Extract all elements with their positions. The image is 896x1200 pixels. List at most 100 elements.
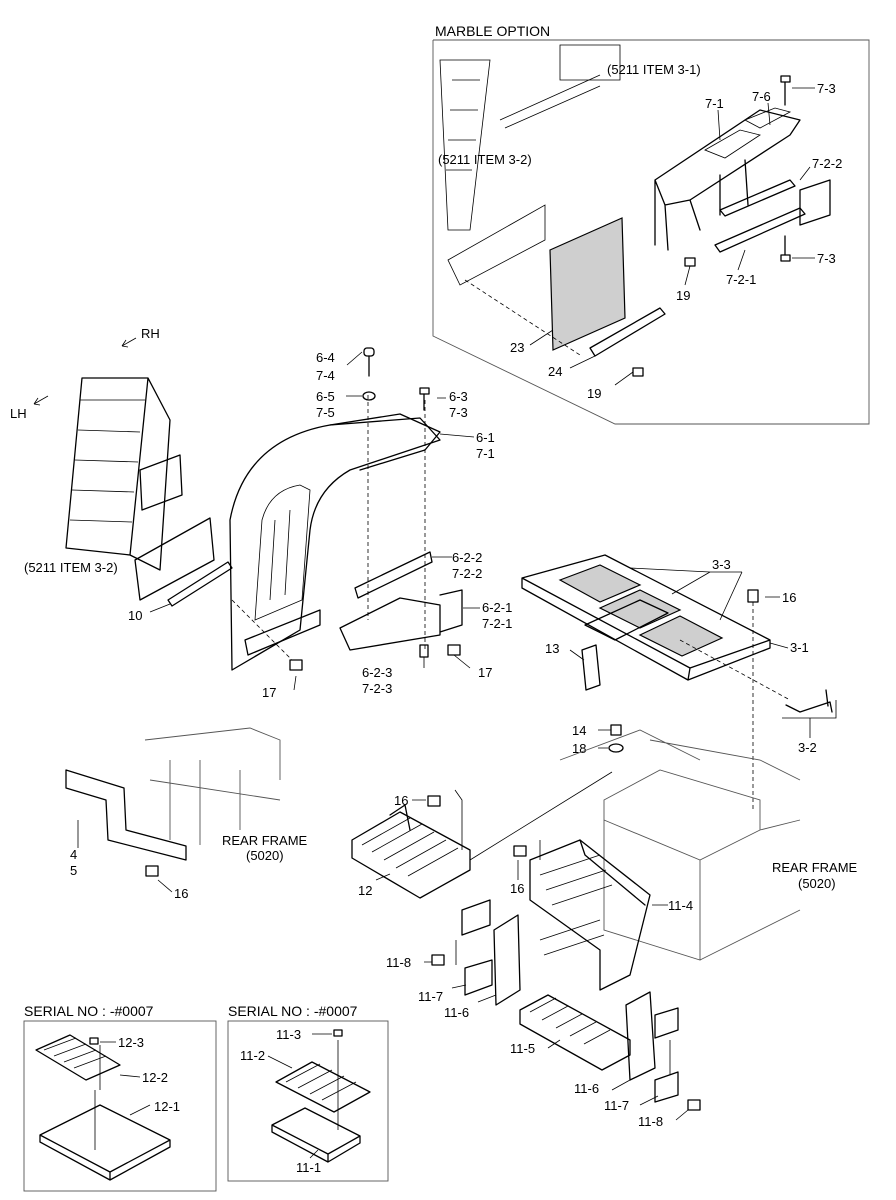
label-11-6-a: 11-6 xyxy=(444,1005,469,1020)
bracket-11-7-a xyxy=(461,899,491,936)
label-11-4: 11-4 xyxy=(668,898,693,913)
left-ladder: (5211 ITEM 3-2) xyxy=(24,377,215,601)
marble-option-panel: MARBLE OPTION (5211 ITEM 3-1) (5211 ITEM… xyxy=(432,23,870,425)
label-12-2: 12-2 xyxy=(142,1070,168,1085)
bolt-19-b xyxy=(632,367,644,377)
label-11-5: 11-5 xyxy=(510,1041,535,1056)
label-3-1: 3-1 xyxy=(790,640,809,655)
bolt-11-8-a xyxy=(431,954,445,966)
bolt-17-b xyxy=(447,644,461,656)
bolt-6-2-3 xyxy=(419,644,429,658)
label-17-a: 17 xyxy=(262,685,276,700)
ref-rear-frame-b-code: (5020) xyxy=(798,876,836,891)
serial-left-header: SERIAL NO : -#0007 xyxy=(24,1003,154,1019)
label-6-3: 6-3 xyxy=(449,389,468,404)
fender-6-1 xyxy=(229,395,463,671)
label-7-2-3: 7-2-3 xyxy=(362,681,392,696)
bracket-11-6-b xyxy=(625,991,656,1081)
bolt-7-3-bottom xyxy=(780,235,791,262)
bolt-6-3 xyxy=(419,387,430,411)
label-11-3: 11-3 xyxy=(276,1027,301,1042)
ref-rear-frame-a: REAR FRAME xyxy=(222,833,308,848)
ref-item-3-1: (5211 ITEM 3-1) xyxy=(607,62,701,77)
label-11-7-a: 11-7 xyxy=(418,989,443,1004)
label-10: 10 xyxy=(128,608,142,623)
bolt-16-d xyxy=(513,845,527,857)
label-7-6: 7-6 xyxy=(752,89,771,104)
step-ladder-11-4 xyxy=(529,839,651,991)
ref-rear-frame-b: REAR FRAME xyxy=(772,860,858,875)
label-12-1: 12-1 xyxy=(154,1099,180,1114)
label-12-3: 12-3 xyxy=(118,1035,144,1050)
label-11-2: 11-2 xyxy=(240,1048,265,1063)
label-6-4: 6-4 xyxy=(316,350,335,365)
label-23: 23 xyxy=(510,340,524,355)
label-16-d: 16 xyxy=(510,881,524,896)
bolt-11-3 xyxy=(333,1029,343,1037)
bolt-16-c xyxy=(145,865,159,877)
rear-frame-right: REAR FRAME (5020) xyxy=(559,729,858,961)
orientation-indicator: RH LH xyxy=(10,326,160,421)
label-12: 12 xyxy=(358,883,372,898)
label-7-2-1: 7-2-1 xyxy=(726,272,756,287)
bracket-7-2-1 xyxy=(714,207,806,253)
label-11-8-a: 11-8 xyxy=(386,955,411,970)
plate-11-7-a-lower xyxy=(464,959,493,996)
bolt-16-a xyxy=(747,589,759,810)
bolt-14 xyxy=(610,724,622,736)
plate-7-2-2 xyxy=(799,179,831,226)
step-plate-3-1 xyxy=(521,554,771,681)
label-14: 14 xyxy=(572,723,586,738)
label-4: 4 xyxy=(70,847,77,862)
label-7-1: 7-1 xyxy=(705,96,724,111)
label-19-a: 19 xyxy=(676,288,690,303)
label-7-2-1-b: 7-2-1 xyxy=(482,616,512,631)
label-6-5: 6-5 xyxy=(316,389,335,404)
label-11-6-b: 11-6 xyxy=(574,1081,599,1096)
bolt-11-8-b xyxy=(687,1099,701,1111)
label-3-2: 3-2 xyxy=(798,740,817,755)
label-19-b: 19 xyxy=(587,386,601,401)
label-11-1: 11-1 xyxy=(296,1160,321,1175)
bracket-7-2-2 xyxy=(719,179,796,217)
marble-option-header: MARBLE OPTION xyxy=(435,23,550,39)
label-6-2-3: 6-2-3 xyxy=(362,665,392,680)
ref-item-3-2-top: (5211 ITEM 3-2) xyxy=(438,152,532,167)
clip-13 xyxy=(581,644,601,691)
washer-6-5 xyxy=(362,391,376,401)
label-6-2-1: 6-2-1 xyxy=(482,600,512,615)
bolt-6-4 xyxy=(363,347,375,377)
mesh-plate-23 xyxy=(549,217,626,351)
rear-frame-left: REAR FRAME (5020) xyxy=(65,727,308,863)
label-17-b: 17 xyxy=(478,665,492,680)
label-24: 24 xyxy=(548,364,562,379)
label-7-3-a: 7-3 xyxy=(817,81,836,96)
bracket-6-2-1 xyxy=(339,589,463,651)
ref-item-3-2-left: (5211 ITEM 3-2) xyxy=(24,560,118,575)
bolt-19-a xyxy=(684,257,696,267)
plate-4 xyxy=(65,769,187,861)
label-11-8-b: 11-8 xyxy=(638,1114,663,1129)
step-11-5 xyxy=(519,994,631,1071)
label-16-b: 16 xyxy=(394,793,408,808)
bracket-11-7-b xyxy=(654,1007,679,1103)
bolt-16-b xyxy=(427,795,441,807)
label-11-7-b: 11-7 xyxy=(604,1098,629,1113)
label-7-3-b: 7-3 xyxy=(817,251,836,266)
label-16-a: 16 xyxy=(782,590,796,605)
label-13: 13 xyxy=(545,641,559,656)
bracket-6-2-2 xyxy=(354,551,433,599)
label-7-2-2: 7-2-2 xyxy=(812,156,842,171)
label-6-2-2: 6-2-2 xyxy=(452,550,482,565)
step-12 xyxy=(351,804,471,899)
orientation-lh: LH xyxy=(10,406,27,421)
label-7-3-c: 7-3 xyxy=(449,405,468,420)
strip-24 xyxy=(589,307,666,357)
bolt-12-3 xyxy=(89,1037,99,1045)
label-16-c: 16 xyxy=(174,886,188,901)
label-7-5: 7-5 xyxy=(316,405,335,420)
serial-box-left: SERIAL NO : -#0007 12-3 12-2 12-1 xyxy=(23,1003,217,1192)
washer-18 xyxy=(608,743,624,753)
